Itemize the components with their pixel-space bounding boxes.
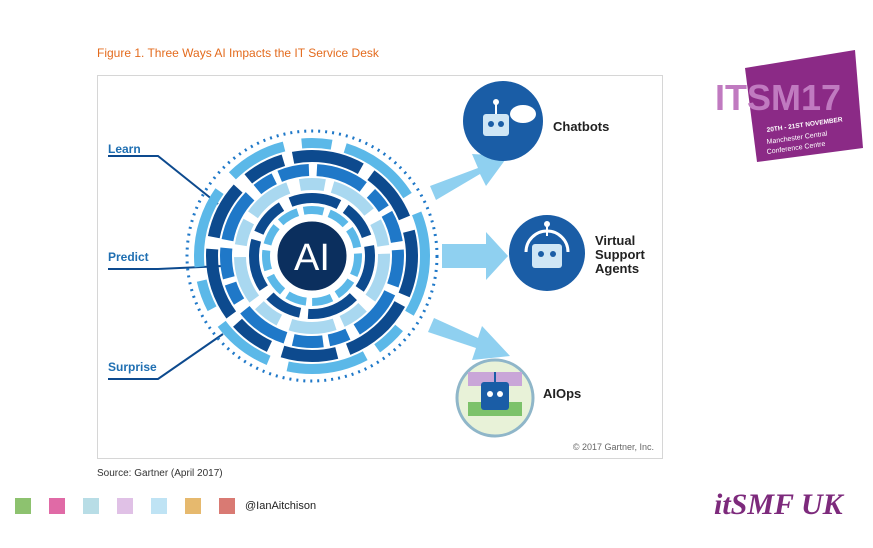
predict-connector [108,265,224,270]
learn-connector [108,155,219,205]
ai-center-label: AI [294,237,330,279]
label-surprise: Surprise [108,360,157,374]
chatbots-line-1: Chatbots [553,119,610,134]
vsa-line-2: Support [595,247,645,262]
surprise-connector [108,333,224,380]
aiops-line-1: AIOps [543,386,582,401]
label-chatbots: Chatbots [553,120,609,134]
ring-3 [220,164,404,348]
arrow-to-chatbots [430,154,508,200]
swatch-pink [49,498,65,514]
arrow-to-virtual-agents [442,232,508,280]
copyright-text: © 2017 Gartner, Inc. [572,442,654,452]
figure-source: Source: Gartner (April 2017) [97,468,223,479]
itsm17-wordmark: ITSM17 [715,77,841,118]
swatch-red [219,498,235,514]
swatch-sky [151,498,167,514]
twitter-handle: @IanAitchison [245,500,317,512]
swatch-amber [185,498,201,514]
aiops-robot-icon [455,358,535,438]
chatbot-robot-icon [463,81,543,161]
vsa-line-3: Agents [595,261,640,276]
ring-5 [249,193,375,319]
itsmf-suffix: SMF UK [730,488,843,521]
ai-diagram: AI [108,81,585,438]
outer-dotted-ring [185,129,439,383]
label-virtual-support-agents: Virtual Support Agents [595,234,645,276]
swatch-teal [83,498,99,514]
headset-robot-icon [509,215,585,291]
arrow-to-aiops [428,318,510,360]
vsa-line-1: Virtual [595,233,636,248]
ring-2 [206,150,418,362]
ai-core [274,218,350,294]
ai-rings [185,129,439,383]
figure-panel: AI [97,75,663,459]
label-predict: Predict [108,250,149,264]
label-learn: Learn [108,142,141,156]
itsmf-prefix: it [714,488,731,521]
ring-6 [262,206,362,306]
ring-1 [194,138,430,374]
label-aiops: AIOps [543,387,581,401]
itsm17-logo: ITSM17 20TH - 21ST NOVEMBER Manchester C… [705,50,865,190]
itsmf-uk-logo: itSMF UK [714,488,843,522]
swatch-lilac [117,498,133,514]
itsm17-logo-graphic: ITSM17 20TH - 21ST NOVEMBER Manchester C… [715,50,863,162]
swatch-green [15,498,31,514]
ring-4 [234,178,390,334]
figure-title: Figure 1. Three Ways AI Impacts the IT S… [97,46,379,60]
